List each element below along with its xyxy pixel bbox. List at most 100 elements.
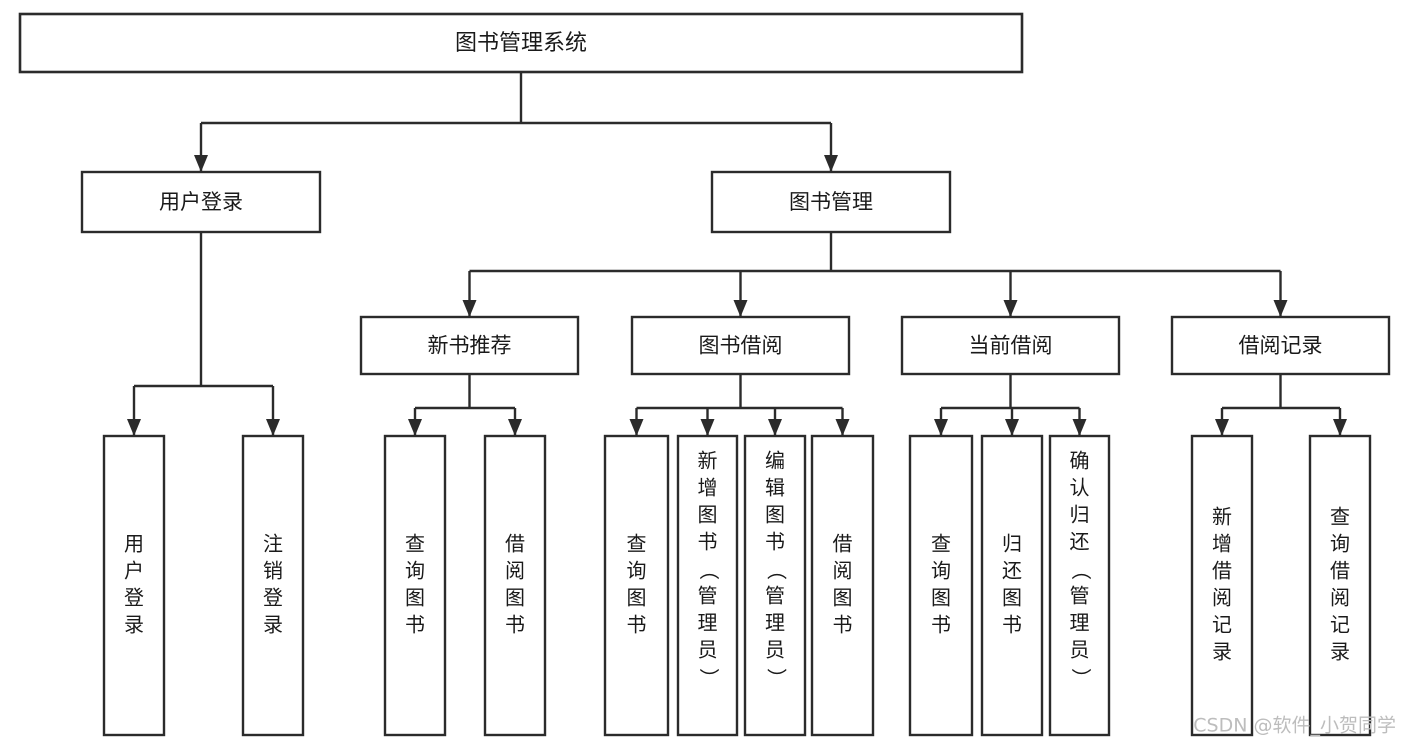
svg-text:图: 图 [765,503,785,527]
node-label-new-book-recommend: 新书推荐 [428,334,512,358]
node-level1-book-manage[interactable]: 图书管理 [710,170,952,234]
node-level2-new-book-recommend[interactable]: 新书推荐 [359,315,580,376]
svg-text:询: 询 [931,559,951,583]
node-leaf-leaf-user-login[interactable]: 用户登录 [102,434,166,737]
svg-text:借: 借 [505,532,525,556]
svg-text:新: 新 [698,449,718,473]
svg-text:书: 书 [505,613,525,637]
svg-text:书: 书 [698,530,718,554]
svg-text:查: 查 [931,532,951,556]
svg-text:销: 销 [263,559,283,583]
connector-arrow-icon [1273,300,1288,317]
svg-text:记: 记 [1330,613,1350,637]
svg-text:图: 图 [405,586,425,610]
svg-text:图: 图 [698,503,718,527]
svg-text:确: 确 [1070,449,1090,473]
svg-text:还: 还 [1002,559,1022,583]
svg-text:借: 借 [1330,559,1350,583]
node-label-system: 图书管理系统 [455,31,587,56]
svg-text:管: 管 [765,584,785,608]
connector-arrow-icon [508,419,522,436]
svg-text:还: 还 [1070,530,1090,554]
svg-text:归: 归 [1070,503,1090,527]
svg-text:（: （ [1069,560,1093,580]
svg-text:理: 理 [698,611,718,635]
svg-text:书: 书 [627,613,647,637]
svg-text:记: 记 [1212,613,1232,637]
connector-arrow-icon [1003,300,1018,317]
csdn-watermark: CSDN @软件_小贺同学 [1193,715,1396,737]
svg-text:登: 登 [124,586,144,610]
connector-arrow-icon [266,419,280,436]
svg-text:录: 录 [1212,640,1232,664]
svg-text:管: 管 [1070,584,1090,608]
connector-arrow-icon [824,155,838,172]
svg-text:编: 编 [765,449,785,473]
svg-text:增: 增 [1212,532,1232,556]
connector-arrow-icon [1333,419,1347,436]
svg-text:书: 书 [765,530,785,554]
node-level2-book-borrow[interactable]: 图书借阅 [630,315,851,376]
node-layer: 图书管理系统用户登录图书管理新书推荐图书借阅当前借阅借阅记录用户登录注销登录查询… [18,12,1391,737]
svg-text:认: 认 [1070,476,1090,500]
connector-layer [127,72,1347,436]
node-root-system[interactable]: 图书管理系统 [18,12,1024,74]
connector-arrow-icon [194,155,208,172]
svg-text:注: 注 [263,532,283,556]
node-label-current-borrow: 当前借阅 [969,334,1053,358]
svg-text:查: 查 [405,532,425,556]
svg-text:）: ） [697,668,721,688]
svg-text:询: 询 [627,559,647,583]
svg-text:录: 录 [124,613,144,637]
node-level1-user-login[interactable]: 用户登录 [80,170,322,234]
node-level2-current-borrow[interactable]: 当前借阅 [900,315,1121,376]
node-label-book-manage: 图书管理 [789,190,873,214]
svg-text:归: 归 [1002,532,1022,556]
node-level2-borrow-record[interactable]: 借阅记录 [1170,315,1391,376]
svg-text:管: 管 [698,584,718,608]
svg-text:书: 书 [833,613,853,637]
svg-text:借: 借 [1212,559,1232,583]
svg-text:询: 询 [1330,532,1350,556]
svg-text:图: 图 [931,586,951,610]
svg-text:查: 查 [627,532,647,556]
svg-text:）: ） [1069,668,1093,688]
svg-text:理: 理 [1070,611,1090,635]
svg-text:录: 录 [263,613,283,637]
svg-text:阅: 阅 [505,559,525,583]
svg-text:（: （ [765,560,789,580]
connector-arrow-icon [1215,419,1229,436]
node-label-book-borrow: 图书借阅 [699,334,783,358]
connector-arrow-icon [835,419,850,436]
svg-text:）: ） [765,668,789,688]
svg-text:查: 查 [1330,505,1350,529]
svg-text:员: 员 [698,638,718,662]
svg-text:阅: 阅 [1212,586,1232,610]
connector-arrow-icon [127,419,141,436]
svg-text:登: 登 [263,586,283,610]
node-label-borrow-record: 借阅记录 [1239,334,1323,358]
connector-arrow-icon [700,419,715,436]
